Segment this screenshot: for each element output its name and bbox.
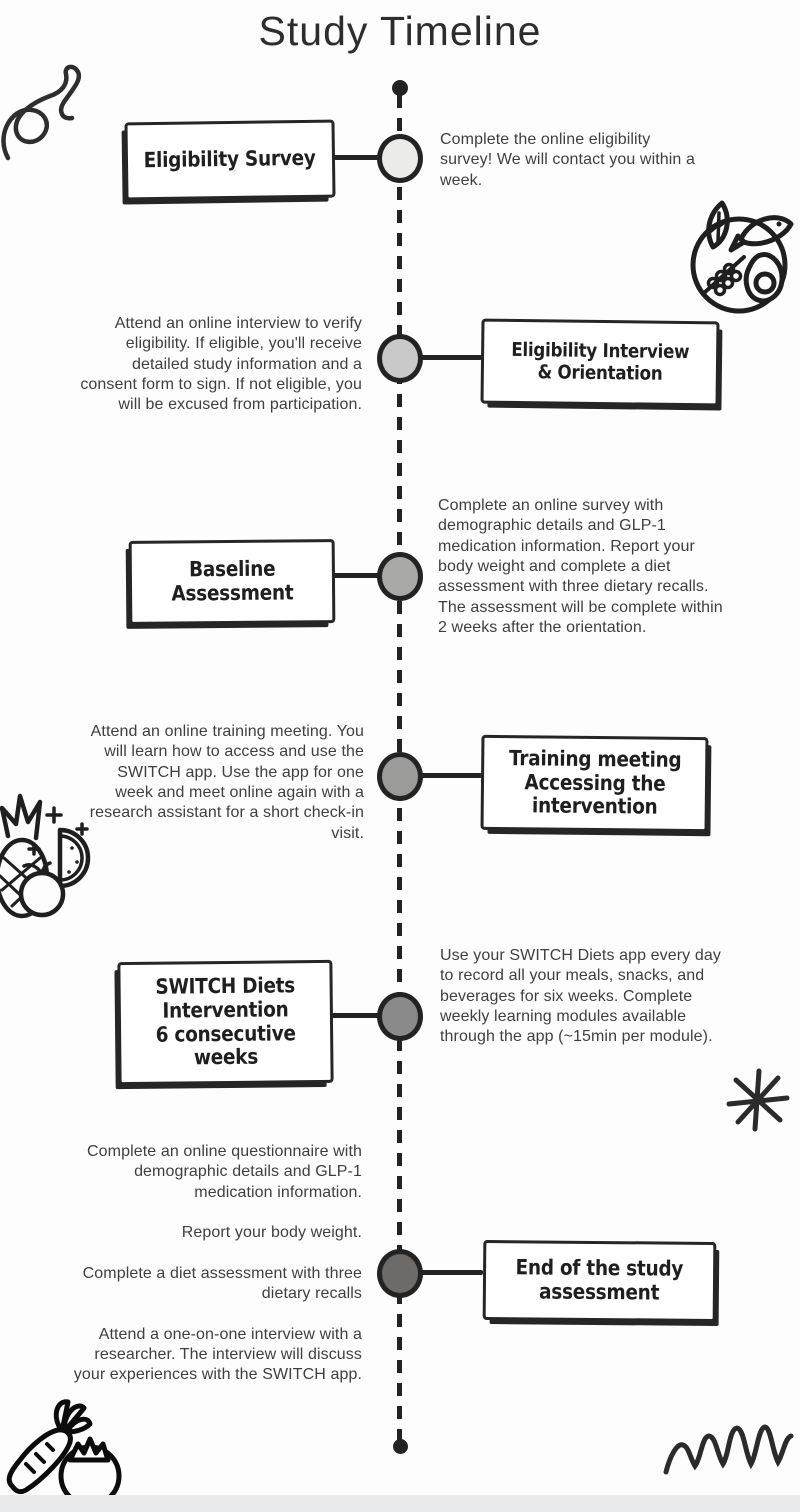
timeline-connector bbox=[421, 355, 482, 360]
timeline-connector bbox=[421, 773, 482, 778]
squiggle-doodle-icon bbox=[0, 62, 96, 168]
timeline-node bbox=[377, 134, 423, 183]
timeline-start-dot bbox=[392, 80, 408, 96]
milestone-label-box: Training meeting Accessing the intervent… bbox=[480, 734, 709, 833]
milestone-label: Eligibility Interview & Orientation bbox=[510, 338, 690, 385]
milestone-label-box: Eligibility Survey bbox=[124, 119, 336, 201]
milestone-label: Eligibility Survey bbox=[143, 145, 317, 173]
milestone-label-box: Eligibility Interview & Orientation bbox=[480, 318, 720, 407]
milestone-label: Baseline Assessment bbox=[170, 556, 294, 606]
milestone-label: End of the study assessment bbox=[515, 1255, 684, 1305]
milestone-label: Training meeting Accessing the intervent… bbox=[508, 746, 682, 820]
milestone-description: Attend an online training meeting. You w… bbox=[89, 723, 364, 842]
milestone-label: SWITCH Diets Intervention 6 consecutive … bbox=[155, 973, 296, 1070]
timeline-node bbox=[377, 752, 423, 801]
page-title: Study Timeline bbox=[258, 8, 542, 54]
milestone-label-box: Baseline Assessment bbox=[128, 539, 336, 625]
healthy-plate-icon bbox=[686, 193, 798, 319]
milestone-description: Use your SWITCH Diets app every day to r… bbox=[440, 947, 721, 1046]
timeline-end-dot bbox=[393, 1439, 408, 1454]
footer-bar bbox=[0, 1495, 800, 1512]
zigzag-doodle-icon bbox=[662, 1416, 800, 1478]
milestone-label-box: SWITCH Diets Intervention 6 consecutive … bbox=[117, 959, 334, 1086]
fruits-icon bbox=[0, 790, 102, 920]
asterisk-doodle-icon bbox=[726, 1068, 790, 1132]
milestone-description: Complete an online survey with demograph… bbox=[438, 497, 723, 636]
milestone-label-box: End of the study assessment bbox=[482, 1239, 717, 1323]
milestone-description: Complete the online eligibility survey! … bbox=[440, 131, 695, 189]
timeline-connector bbox=[320, 155, 380, 160]
timeline-connector bbox=[319, 1013, 380, 1018]
timeline-node bbox=[377, 1249, 423, 1298]
timeline-connector bbox=[421, 1270, 483, 1275]
timeline-node bbox=[377, 992, 423, 1041]
timeline-node bbox=[377, 552, 423, 601]
timeline-connector bbox=[322, 573, 380, 578]
milestone-description: Attend an online interview to verify eli… bbox=[80, 315, 362, 414]
milestone-description: Complete an online questionnaire with de… bbox=[73, 1143, 362, 1384]
timeline-node bbox=[377, 334, 423, 383]
carrot-tomato-icon bbox=[2, 1384, 128, 1506]
